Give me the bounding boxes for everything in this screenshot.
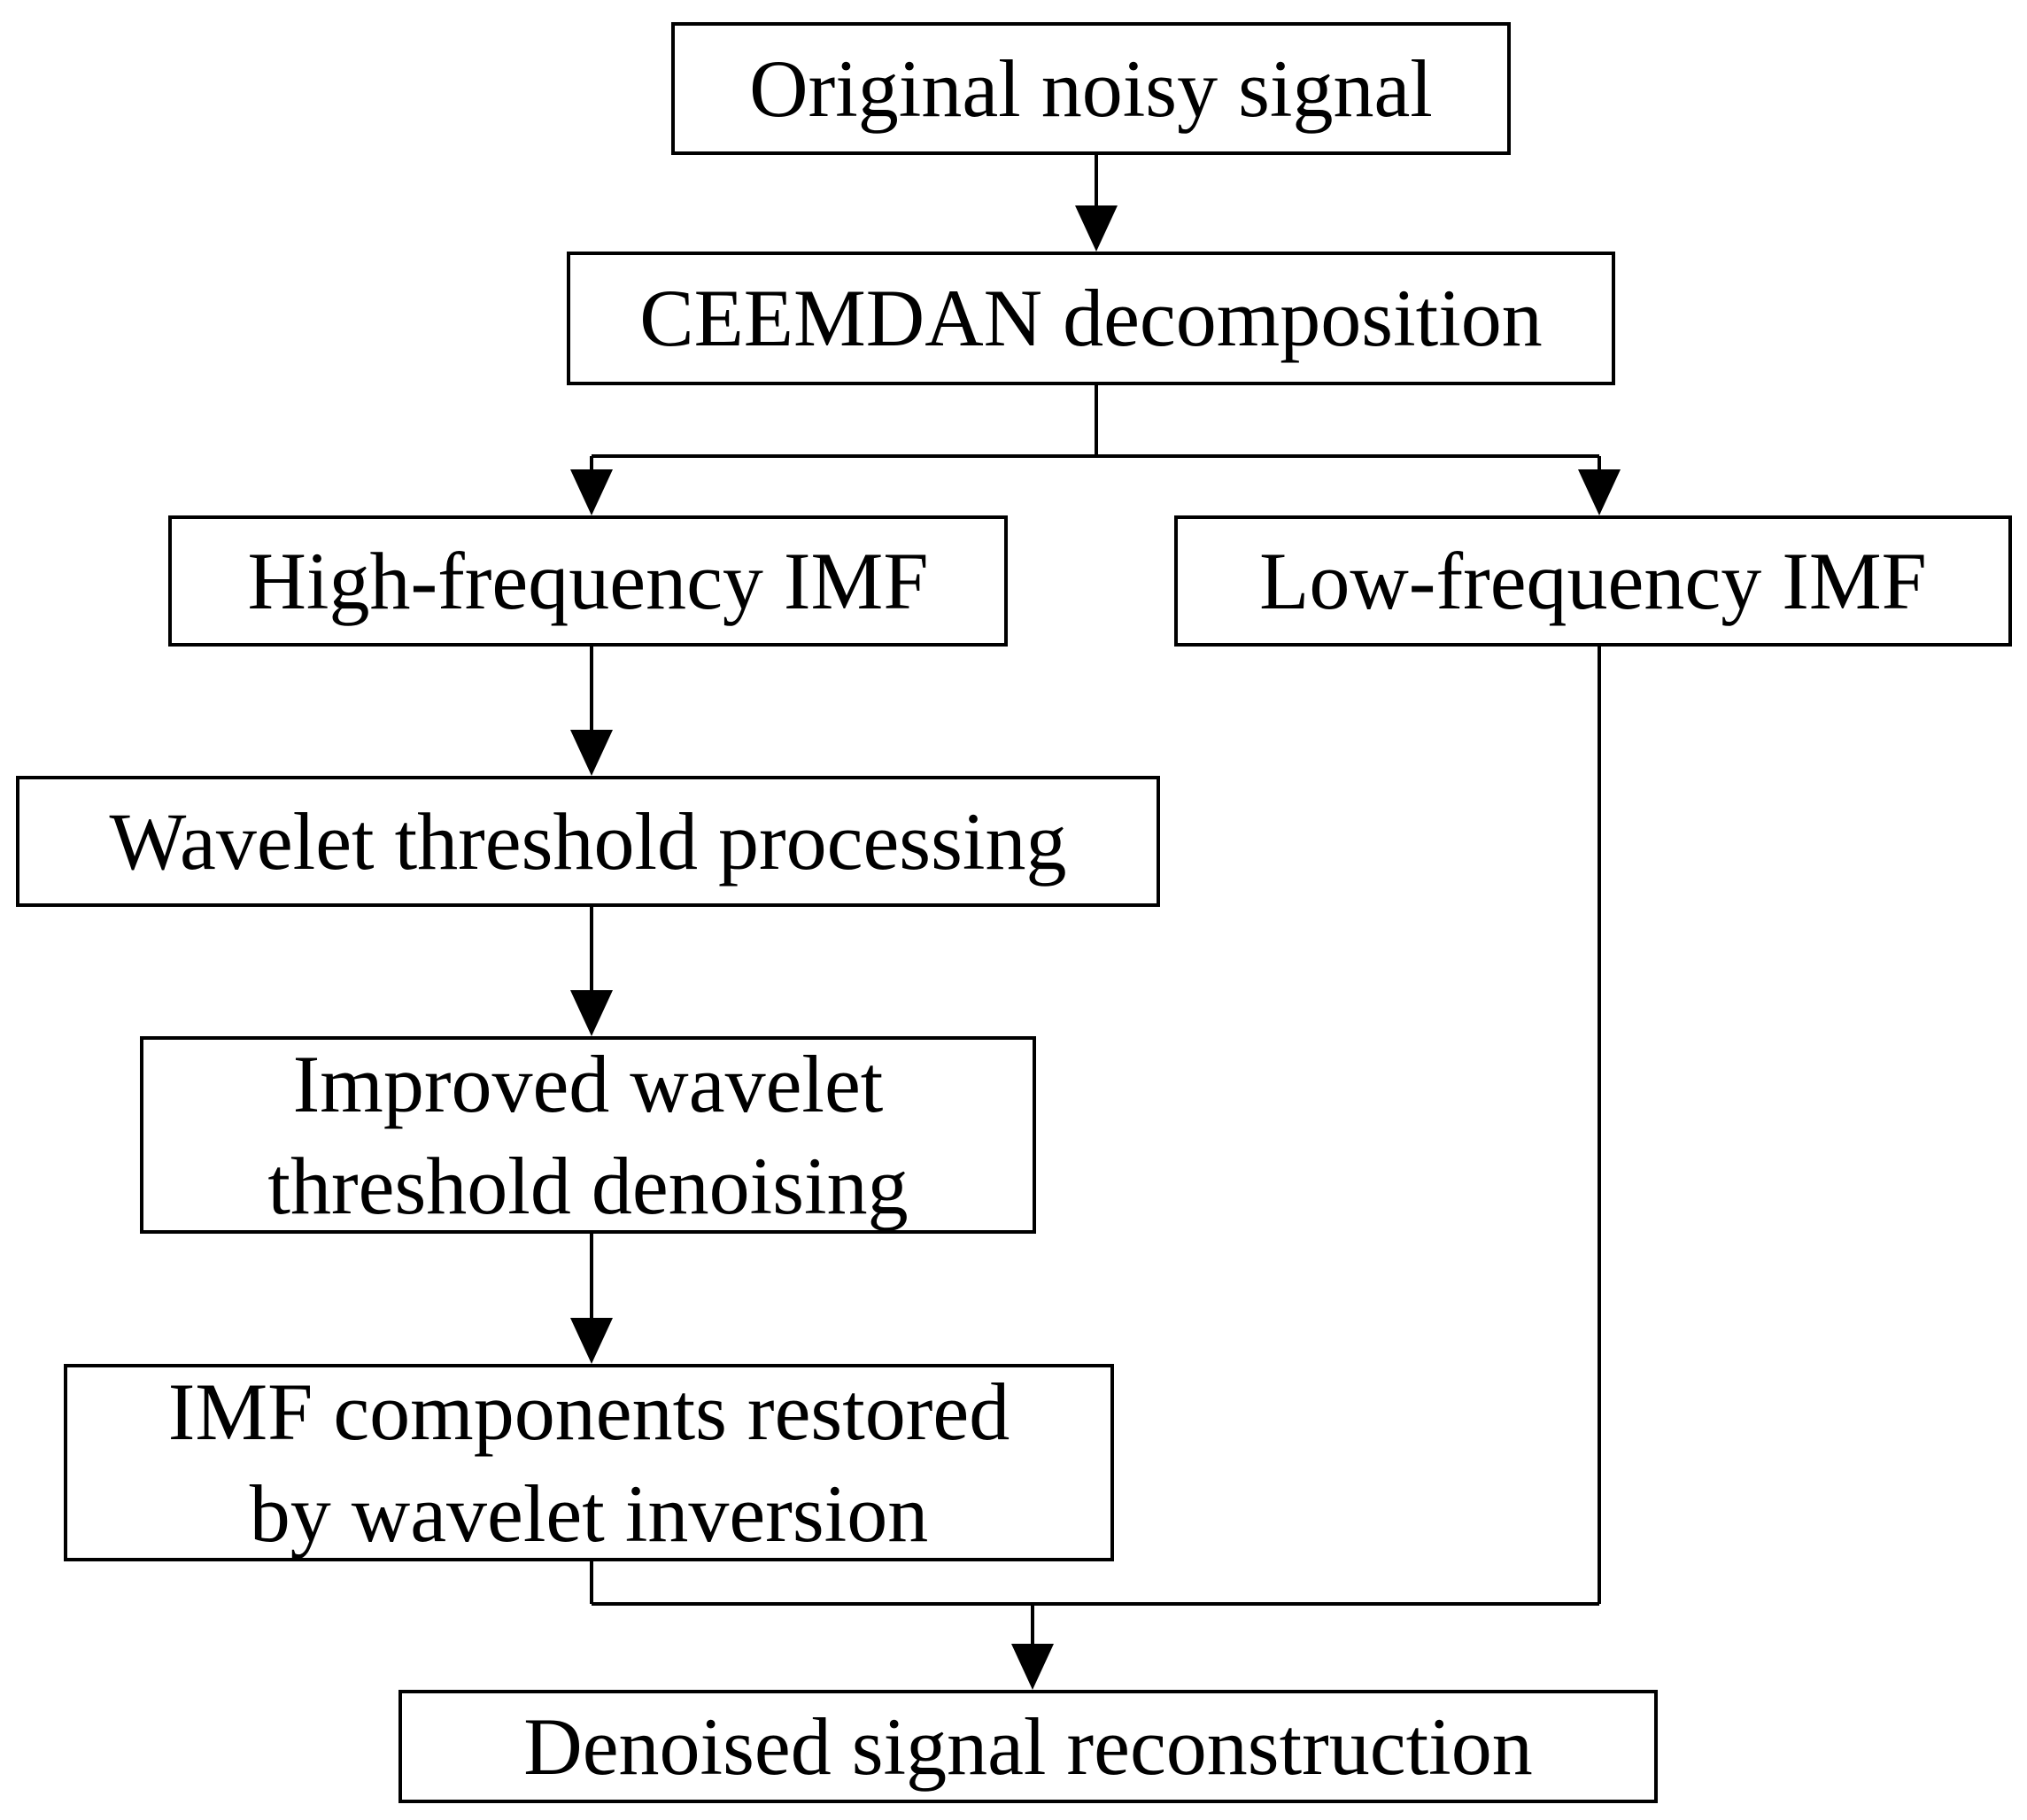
- node-restored-line-2: by wavelet inversion: [249, 1468, 929, 1559]
- arrowhead-improved-to-restored: [570, 1318, 613, 1364]
- node-ceemdan-decomposition: CEEMDAN decomposition: [567, 252, 1615, 385]
- node-reconstruction-line-1: Denoised signal reconstruction: [523, 1700, 1533, 1792]
- arrowhead-merge-to-reconstruction: [1011, 1644, 1054, 1690]
- arrowhead-wavelet-to-improved: [570, 990, 613, 1036]
- node-wavelet-line-1: Wavelet threshold processing: [109, 795, 1067, 887]
- node-high-frequency-imf: High-frequency IMF: [168, 515, 1008, 647]
- arrowhead-high-to-wavelet: [570, 730, 613, 776]
- node-restored-line-1: IMF components restored: [167, 1366, 1010, 1457]
- node-original-noisy-signal: Original noisy signal: [671, 22, 1511, 155]
- node-denoised-signal-reconstruction: Denoised signal reconstruction: [398, 1690, 1658, 1803]
- arrowhead-ceemdan-to-high: [570, 469, 613, 515]
- node-improved-line-1: Improved wavelet: [292, 1038, 884, 1129]
- node-low-line-1: Low-frequency IMF: [1259, 535, 1927, 626]
- node-low-frequency-imf: Low-frequency IMF: [1174, 515, 2012, 647]
- node-wavelet-threshold-processing: Wavelet threshold processing: [16, 776, 1160, 907]
- node-improved-wavelet-threshold-denoising: Improved wavelet threshold denoising: [140, 1036, 1036, 1234]
- node-ceemdan-line-1: CEEMDAN decomposition: [639, 273, 1543, 363]
- arrowhead-ceemdan-to-low: [1578, 469, 1621, 515]
- node-improved-line-2: threshold denoising: [267, 1140, 909, 1231]
- node-imf-components-restored: IMF components restored by wavelet inver…: [64, 1364, 1114, 1561]
- node-original-line-1: Original noisy signal: [749, 43, 1433, 134]
- node-high-line-1: High-frequency IMF: [247, 535, 929, 626]
- arrowhead-original-to-ceemdan: [1075, 205, 1118, 252]
